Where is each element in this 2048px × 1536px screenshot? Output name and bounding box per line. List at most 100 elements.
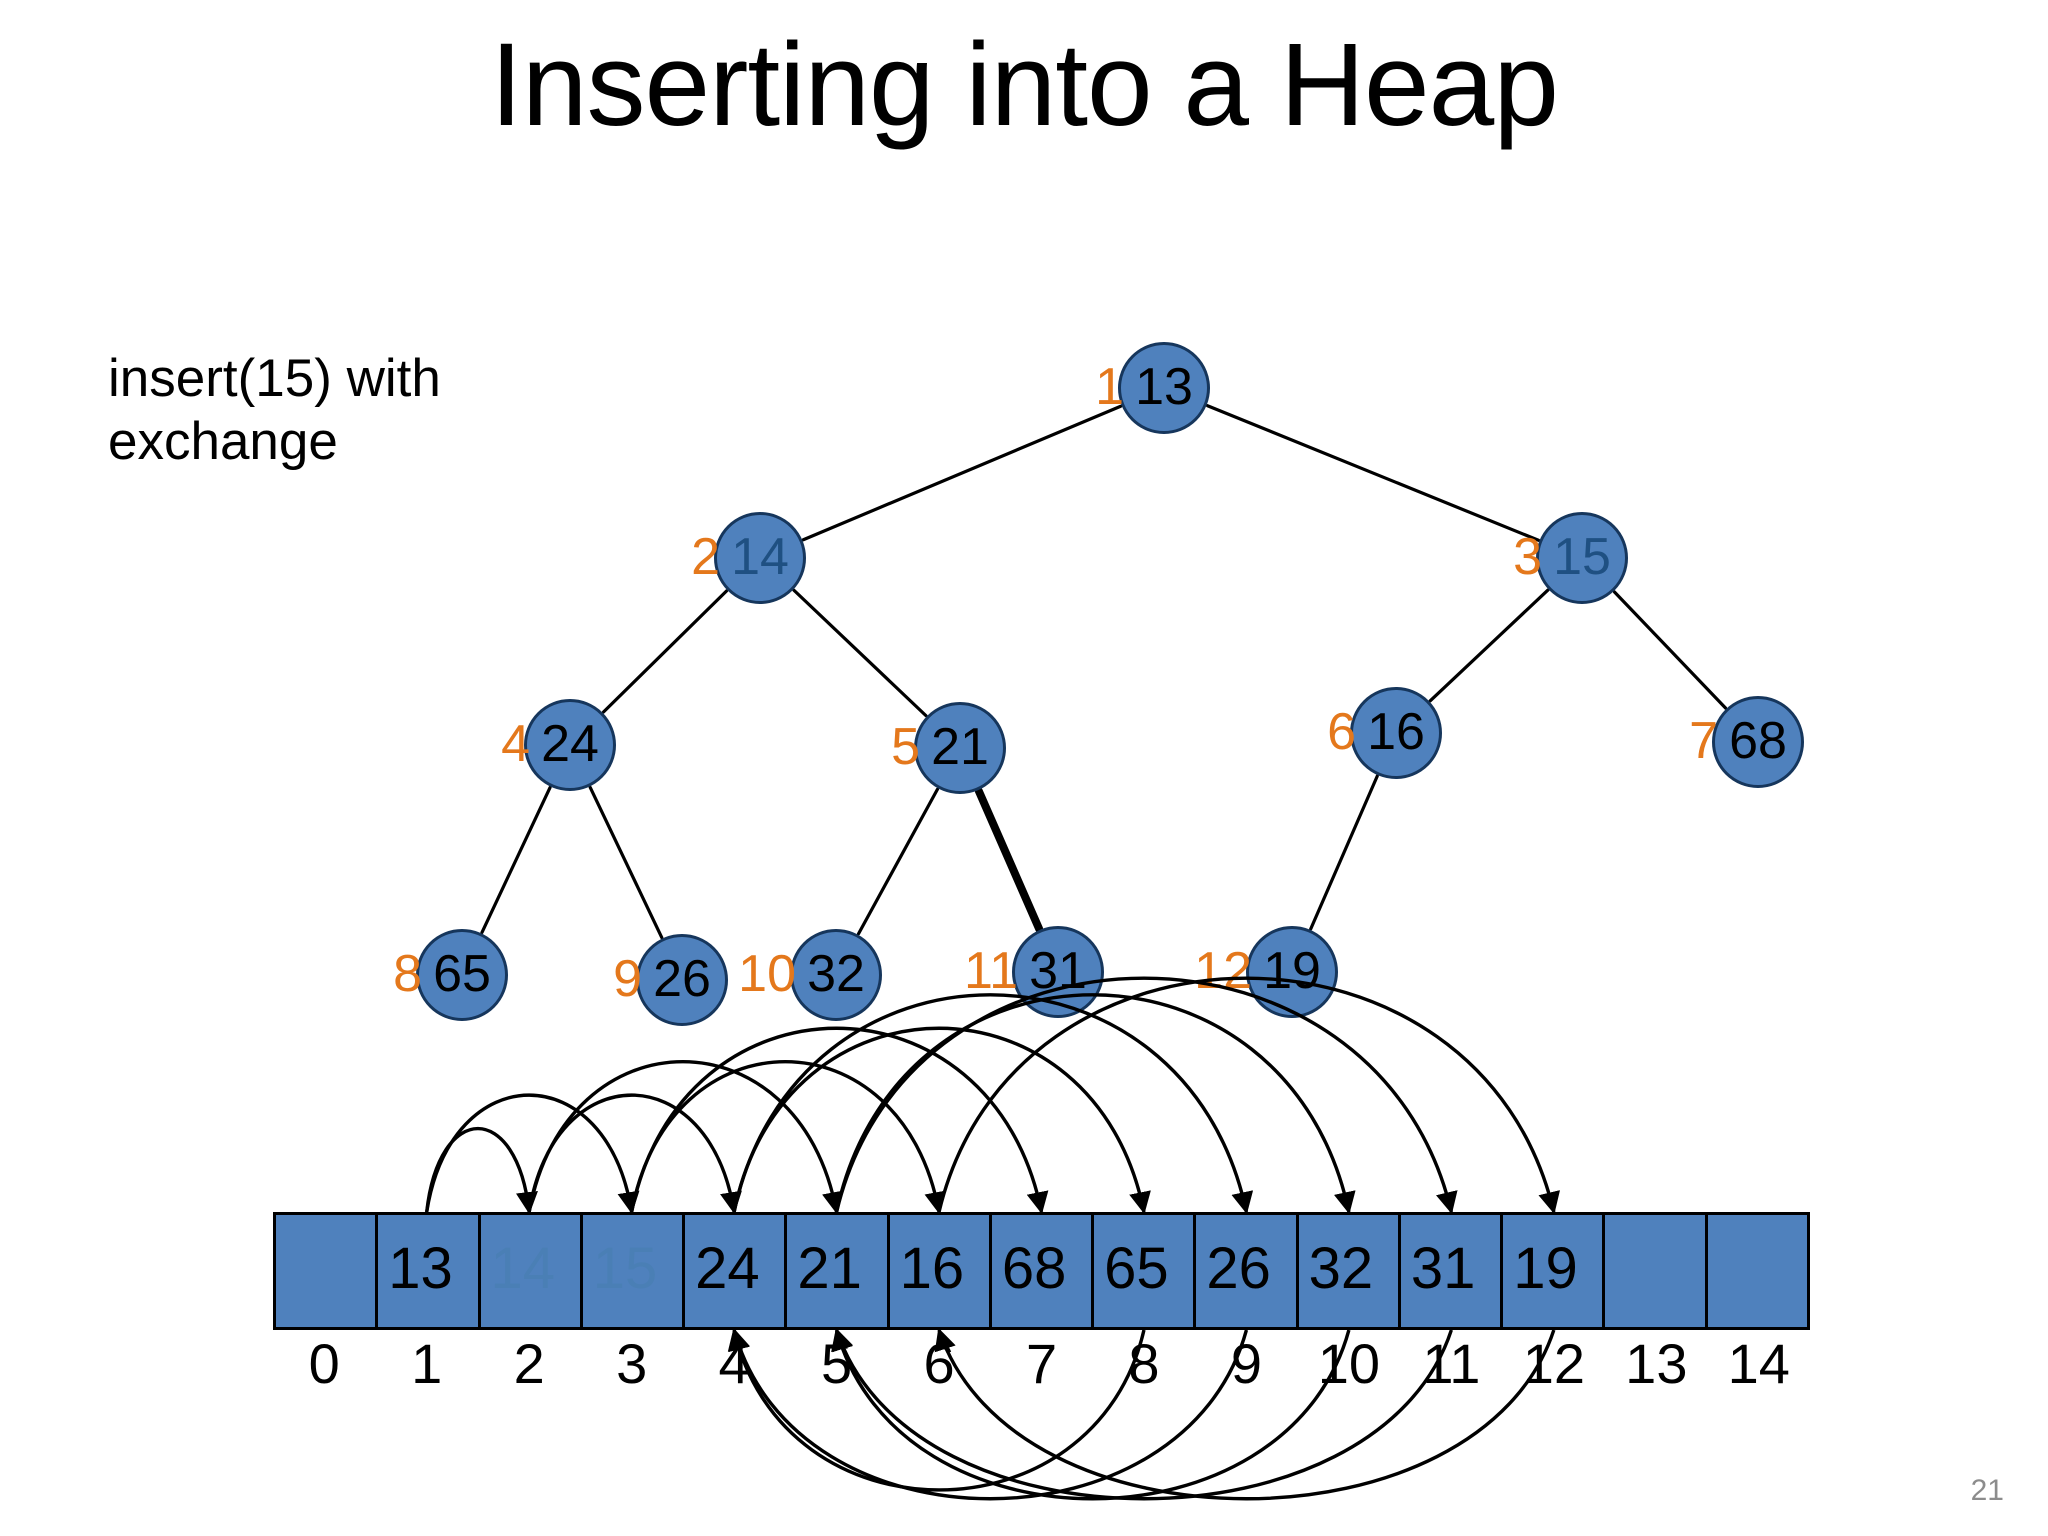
array-index-7: 7: [1025, 1332, 1058, 1395]
tree-node-value-9: 26: [653, 950, 711, 1008]
array-arc-down-2-5: [527, 1059, 844, 1215]
tree-node-value-5: 21: [931, 718, 989, 776]
tree-node-value-8: 65: [433, 945, 491, 1003]
tree-node-index-8: 8: [393, 944, 422, 1003]
array-arc-up-8-4: [727, 1327, 1146, 1492]
array-cell-2: 14: [481, 1215, 583, 1327]
array-arc-down-4-9: [732, 993, 1254, 1215]
array-cell-11: 31: [1401, 1215, 1504, 1327]
tree-node-circle-10: 32: [790, 929, 882, 1021]
array-arc-down-1-3: [425, 1093, 640, 1215]
array-arc-up-11-5: [832, 1327, 1453, 1501]
array-index-10: 10: [1317, 1332, 1381, 1395]
tree-node-value-10: 32: [807, 945, 865, 1003]
tree-node-index-2: 2: [691, 527, 720, 586]
tree-node-circle-4: 24: [524, 699, 616, 791]
array-arc-down-3-7: [629, 1026, 1049, 1215]
tree-node-value-7: 68: [1729, 712, 1787, 770]
tree-node-value-2: 14: [731, 528, 789, 586]
array-arc-down-1-2: [425, 1126, 538, 1215]
array-arc-down-2-4: [527, 1093, 742, 1215]
array-cell-3: 15: [583, 1215, 686, 1327]
tree-edge-4-8: [480, 785, 552, 935]
tree-edge-4-9: [588, 785, 664, 940]
array-cell-5: 21: [787, 1215, 890, 1327]
tree-edge-3-7: [1612, 590, 1728, 710]
tree-node-circle-9: 26: [636, 934, 728, 1026]
tree-edge-2-5: [792, 588, 928, 718]
array-arc-up-12-6: [934, 1327, 1556, 1501]
array-cell-value-4: 24: [695, 1236, 760, 1301]
array-index-0: 0: [308, 1332, 340, 1395]
array-cell-value-10: 32: [1308, 1236, 1374, 1301]
array-cell-13: [1605, 1215, 1708, 1327]
array-index-9: 9: [1230, 1332, 1263, 1395]
array-cell-7: 68: [992, 1215, 1095, 1327]
array-cell-4: 24: [685, 1215, 788, 1327]
array-index-12: 12: [1522, 1332, 1585, 1395]
array-index-4: 4: [718, 1332, 750, 1395]
array-cell-value-6: 16: [899, 1236, 965, 1301]
array-index-1: 1: [411, 1332, 443, 1395]
array-arc-down-5-11: [834, 976, 1458, 1215]
array-index-11: 11: [1422, 1332, 1481, 1395]
array-cell-8: 65: [1094, 1215, 1197, 1327]
tree-node-value-4: 24: [541, 715, 599, 773]
array-index-5: 5: [821, 1332, 853, 1395]
array-cell-1: 13: [378, 1215, 481, 1327]
tree-node-circle-8: 65: [416, 929, 508, 1021]
array-index-6: 6: [923, 1332, 955, 1395]
tree-node-circle-2: 14: [714, 512, 806, 604]
tree-node-index-7: 7: [1689, 711, 1718, 770]
tree-node-index-5: 5: [891, 717, 920, 776]
tree-node-circle-12: 19: [1246, 926, 1338, 1018]
array-cell-value-8: 65: [1104, 1236, 1169, 1301]
page-number: 21: [1970, 1474, 2004, 1507]
array-index-8: 8: [1128, 1332, 1160, 1395]
tree-node-index-9: 9: [613, 949, 642, 1008]
array-index-2: 2: [513, 1332, 545, 1395]
tree-edge-2-4: [601, 589, 729, 714]
array-cell-value-5: 21: [797, 1236, 862, 1301]
tree-node-index-3: 3: [1513, 527, 1542, 586]
tree-node-index-10: 10: [738, 944, 796, 1003]
array-index-13: 13: [1625, 1332, 1688, 1395]
array-arc-down-3-6: [629, 1059, 947, 1215]
tree-node-index-11: 11: [964, 941, 1018, 1000]
array-arc-down-5-10: [834, 993, 1356, 1215]
array-cell-value-7: 68: [1001, 1236, 1067, 1301]
array-cell-value-11: 31: [1410, 1236, 1476, 1301]
tree-edge-1-2: [801, 404, 1123, 542]
array-index-14: 14: [1727, 1332, 1790, 1395]
tree-node-index-12: 12: [1194, 941, 1252, 1000]
tree-edge-5-11: [974, 787, 1044, 933]
array-cell-12: 19: [1503, 1215, 1606, 1327]
array-cell-value-9: 26: [1206, 1236, 1271, 1301]
tree-node-circle-1: 13: [1118, 342, 1210, 434]
array-arc-down-6-12: [937, 976, 1560, 1215]
array-cell-14: [1708, 1215, 1807, 1327]
array-arc-up-10-5: [831, 1327, 1351, 1501]
array-cell-value-12: 19: [1513, 1236, 1578, 1301]
array-cell-0: [276, 1215, 379, 1327]
tree-node-circle-7: 68: [1712, 696, 1804, 788]
tree-edge-5-10: [856, 787, 940, 936]
array-cell-6: 16: [890, 1215, 992, 1327]
tree-node-value-1: 13: [1135, 358, 1193, 416]
array-cell-9: 26: [1196, 1215, 1299, 1327]
tree-edge-3-6: [1428, 588, 1550, 703]
tree-edge-6-12: [1309, 774, 1379, 931]
